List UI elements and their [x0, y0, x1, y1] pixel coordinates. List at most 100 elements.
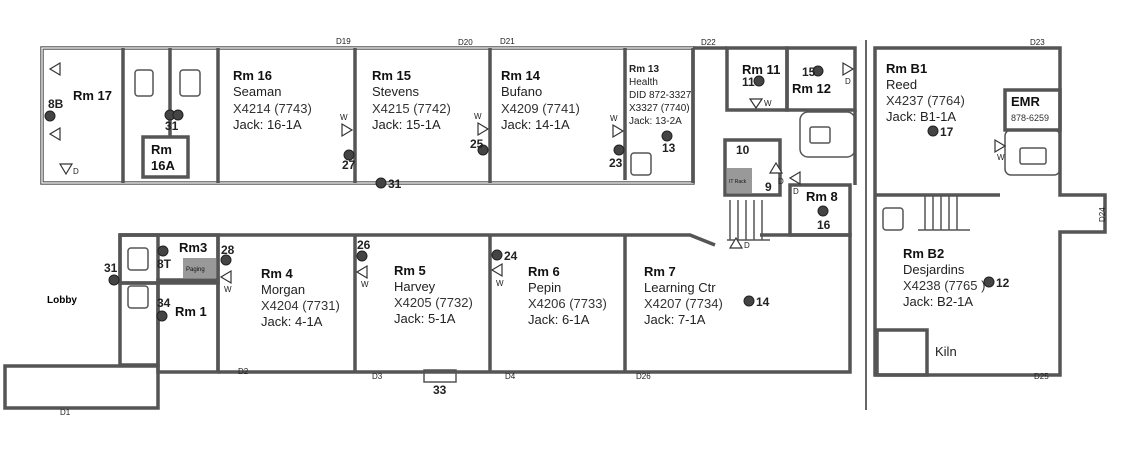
it-rack-box — [727, 168, 752, 193]
marker-label: D — [73, 167, 79, 176]
door-label: D3 — [372, 372, 383, 381]
room-occupant: Seaman — [233, 84, 281, 99]
sensor-dot — [983, 276, 995, 288]
door-labels: D19 D20 D21 D22 D23 D24 D25 D26 D4 D3 D2… — [60, 37, 1107, 417]
marker-label: W — [361, 280, 369, 289]
sensor-label: 15 — [802, 65, 816, 79]
marker-triangle-icon — [355, 264, 368, 280]
door-label: D4 — [505, 372, 516, 381]
room-label: Rm B2 — [903, 246, 944, 261]
room-occupant: Stevens — [372, 84, 419, 99]
markers: W W W W D W W W W D D D D — [48, 61, 1007, 294]
room-extension: X4238 (7765 ) — [903, 278, 985, 293]
sensor-dot — [753, 75, 765, 87]
marker-label: W — [997, 153, 1005, 162]
sensor-label: 23 — [609, 156, 623, 170]
marker-label: W — [610, 114, 618, 123]
room-jack: Jack: 7-1A — [644, 312, 706, 327]
door-label: D1 — [60, 408, 71, 417]
sensor-label: 26 — [357, 238, 371, 252]
door-label: D26 — [636, 372, 651, 381]
room-extension: X4209 (7741) — [501, 101, 580, 116]
sensor-dot — [172, 109, 184, 121]
elevator-icon — [882, 207, 904, 231]
sensor-dot — [157, 245, 169, 257]
room-label: Rm 7 — [644, 264, 676, 279]
door-label: D2 — [238, 367, 249, 376]
sensor-dot — [661, 130, 673, 142]
emr-phone: 878-6259 — [1011, 113, 1049, 123]
room-extension: X4214 (7743) — [233, 101, 312, 116]
sensor-dot — [356, 250, 368, 262]
elevator-icon — [1019, 147, 1047, 165]
room-extension: X4215 (7742) — [372, 101, 451, 116]
marker-label: W — [496, 279, 504, 288]
marker-triangle-icon — [48, 61, 61, 77]
womens-restroom-icon — [179, 69, 201, 97]
room-label: Rm 16 — [233, 68, 272, 83]
door-label: D25 — [1034, 372, 1049, 381]
room-extension: X3327 (7740) — [629, 103, 690, 114]
room-occupant: Health — [629, 77, 658, 88]
room-occupant: Desjardins — [903, 262, 965, 277]
marker-triangle-icon — [768, 161, 784, 174]
door-label: D24 — [1098, 207, 1107, 222]
marker-triangle-icon — [477, 121, 490, 137]
room-extension: X4207 (7734) — [644, 296, 723, 311]
sensor-dot — [743, 295, 755, 307]
sensor-label: 24 — [504, 249, 518, 263]
room-label: Rm 11 — [742, 62, 780, 77]
room-occupant: Learning Ctr — [644, 280, 716, 295]
door-label: D23 — [1030, 38, 1045, 47]
room-extension: X4237 (7764) — [886, 93, 965, 108]
sensor-label: 33 — [433, 383, 447, 397]
sensor-dot — [812, 65, 824, 77]
sensor-label: 27 — [342, 158, 356, 172]
sensor-label: 31 — [165, 119, 179, 133]
sensor-dot — [491, 249, 503, 261]
it-rack-label: IT Rack — [729, 179, 747, 185]
marker-triangle-icon — [219, 269, 232, 285]
paging-label: Paging — [186, 267, 205, 273]
marker-triangle-icon — [58, 163, 74, 176]
marker-triangle-icon — [748, 98, 764, 110]
sensor-label: 16 — [817, 218, 831, 232]
kiln-label: Kiln — [935, 344, 957, 359]
sensor-label: 8B — [48, 97, 64, 111]
room-jack: Jack: 6-1A — [528, 312, 590, 327]
marker-triangle-icon — [994, 138, 1007, 154]
marker-label: D — [845, 77, 851, 86]
marker-label: D — [778, 177, 784, 186]
sensor-label: 28 — [221, 243, 235, 257]
lobby-label: Lobby — [47, 295, 77, 306]
elevator-icon — [127, 247, 149, 271]
room-label: Rm 4 — [261, 266, 294, 281]
room-label: 16A — [151, 158, 175, 173]
room-occupant: Reed — [886, 77, 917, 92]
room-label: Rm3 — [179, 240, 207, 255]
room-occupant: Morgan — [261, 282, 305, 297]
marker-label: W — [474, 112, 482, 121]
room-occupant: Harvey — [394, 279, 436, 294]
sensor-label: 11 — [742, 75, 755, 89]
room-jack: Jack: B2-1A — [903, 294, 973, 309]
sensor-dot — [108, 274, 120, 286]
elevator-icon — [127, 285, 149, 309]
room-label: Rm 13 — [629, 64, 659, 75]
marker-triangle-icon — [728, 236, 744, 249]
marker-label: W — [340, 113, 348, 122]
marker-triangle-icon — [842, 61, 855, 77]
room-label: Rm 14 — [501, 68, 541, 83]
sensor-dot — [375, 177, 387, 189]
room-label: Rm 15 — [372, 68, 411, 83]
sensor-dot — [817, 205, 829, 217]
room-label: Rm 5 — [394, 263, 426, 278]
sensor-label: 31 — [388, 177, 402, 191]
room-extension: X4205 (7732) — [394, 295, 473, 310]
sensor-dot — [477, 144, 489, 156]
sensor-dot — [156, 310, 168, 322]
marker-label: W — [224, 285, 232, 294]
sensor-label: 31 — [104, 261, 118, 275]
room-extension: X4206 (7733) — [528, 296, 607, 311]
